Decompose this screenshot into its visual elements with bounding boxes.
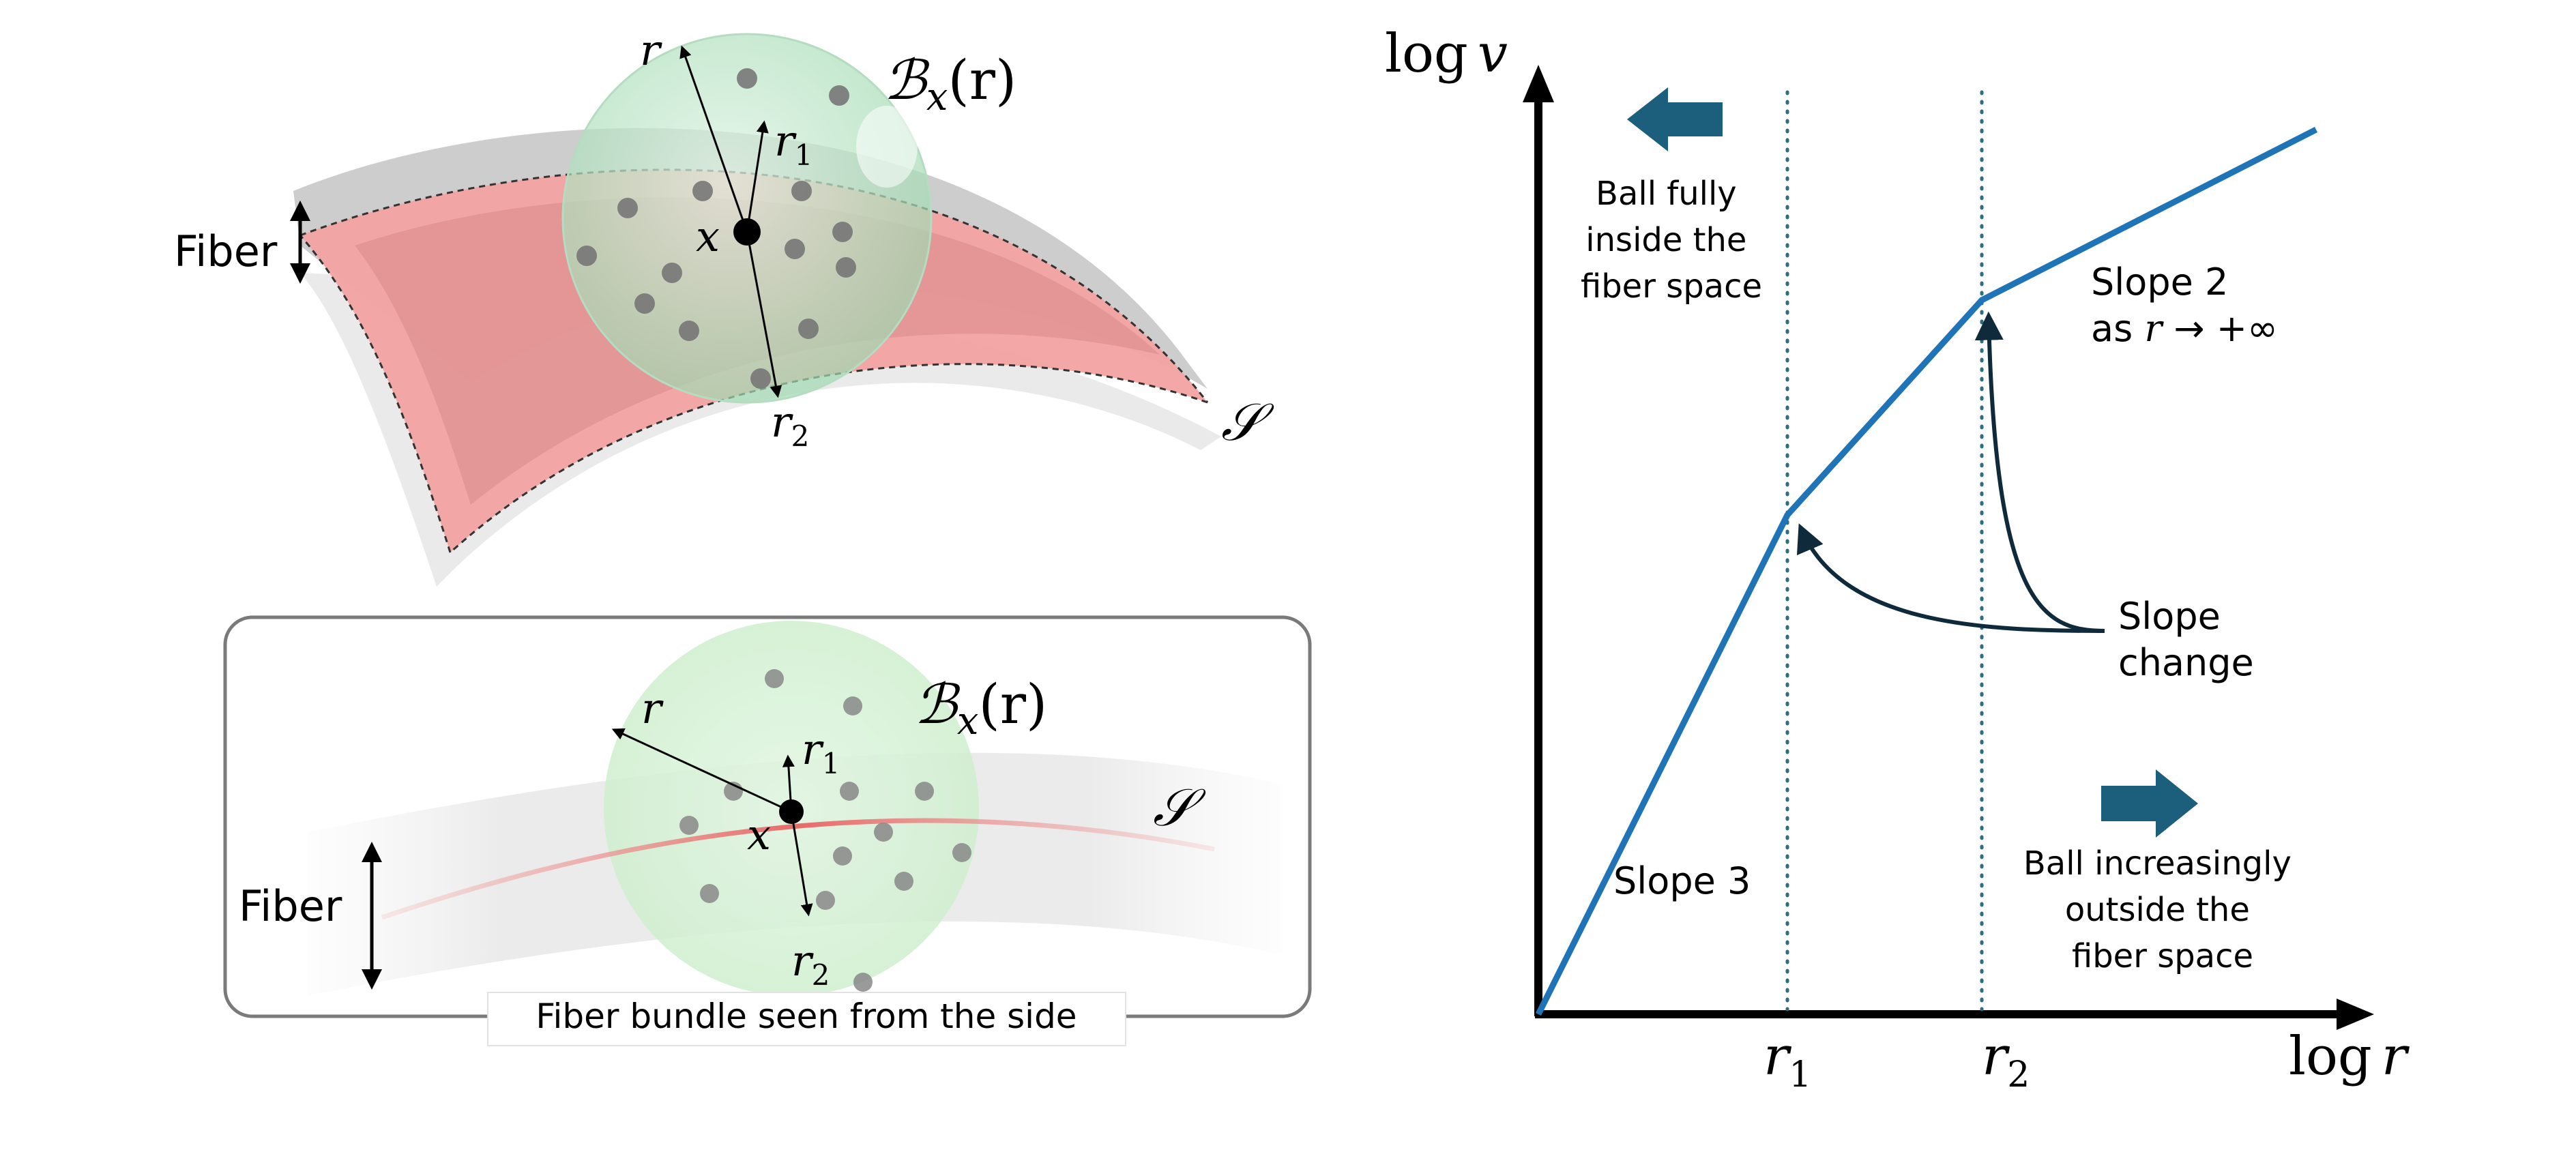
slope-change-arrow-r2 (1974, 311, 2105, 633)
side-radius-r2-arrow (790, 811, 813, 917)
side-r1-label: r1 (802, 724, 840, 780)
side-x-label: x (747, 810, 771, 859)
radius-r1-arrow (746, 120, 769, 233)
slope-change-arrow-r1 (1796, 523, 2105, 633)
y-axis-arrowhead (1523, 65, 1554, 102)
right-note: Ball increasingly outside the fiber spac… (2023, 844, 2302, 975)
sample-points (576, 68, 856, 389)
r1-label: r1 (774, 116, 813, 172)
caption: Fiber bundle seen from the side (536, 997, 1077, 1036)
side-r-label: r (641, 683, 664, 733)
tick-r2: r2 (1982, 1026, 2030, 1095)
left-note: Ball fully inside the fiber space (1581, 175, 1762, 306)
fiber-label: Fiber (174, 226, 278, 276)
slope-change-label: Slope change (2118, 595, 2254, 684)
caption-box (487, 992, 1126, 1046)
side-r2-label: r2 (791, 936, 830, 992)
volume-curve (1535, 126, 2318, 1016)
x-label: x (696, 211, 720, 261)
slope-3-label: Slope 3 (1613, 859, 1751, 902)
right-block-arrow (2101, 769, 2198, 838)
tick-r1: r1 (1763, 1026, 1811, 1095)
side-fiber-label: Fiber (239, 881, 342, 931)
radius-r2-arrow (746, 231, 782, 398)
left-block-arrow (1627, 87, 1723, 151)
fiber-bundle-3d-illustration: Fiber r r1 r2 x ℬx(r) 𝒮 (174, 25, 1274, 587)
ball-label: ℬx(r) (883, 48, 1016, 119)
center-point-x (733, 218, 761, 246)
side-view-panel: Fiber r r1 x r2 ℬx(r) 𝒮 Fiber bundle see… (223, 615, 1312, 1046)
slope-2-label: Slope 2 as r → +∞ (2091, 261, 2278, 350)
r2-label: r2 (771, 397, 809, 453)
radius-r-arrow (679, 45, 748, 233)
side-radius-r-arrow (611, 728, 792, 813)
side-center-point-x (779, 799, 804, 824)
r-label: r (640, 25, 662, 75)
x-axis-arrowhead (2337, 999, 2374, 1030)
manifold-curve (381, 818, 1215, 920)
side-ball-label: ℬx(r) (914, 673, 1047, 743)
manifold-label: 𝒮 (1221, 392, 1274, 452)
